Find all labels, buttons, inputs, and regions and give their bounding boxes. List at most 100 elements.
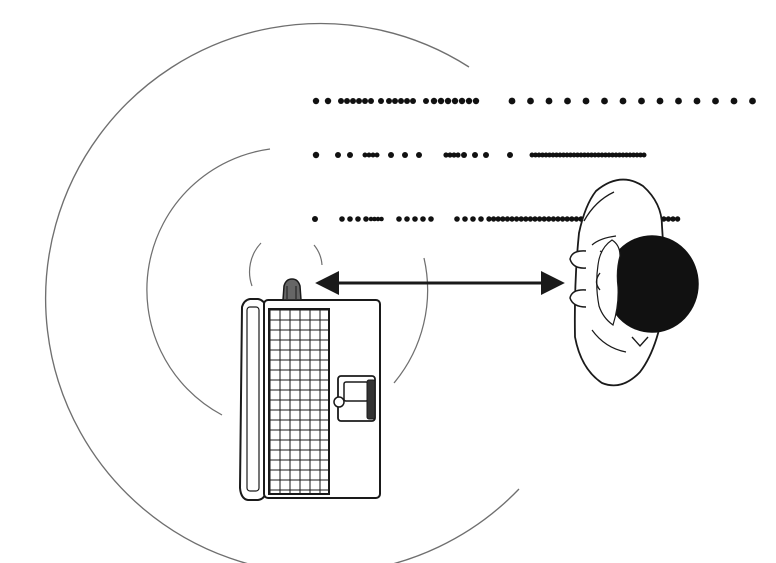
signal-dot — [571, 152, 577, 158]
signal-dot — [335, 152, 341, 158]
signal-dot — [396, 216, 402, 222]
signal-dot — [631, 152, 636, 158]
signal-dot — [582, 97, 590, 105]
signal-dot — [507, 152, 513, 158]
signal-dot — [509, 216, 515, 222]
signal-dot — [339, 216, 345, 222]
signal-dot — [529, 152, 535, 158]
signal-dot — [356, 98, 362, 104]
signal-dot — [495, 216, 501, 222]
signal-dot — [599, 152, 605, 158]
wireless-antenna-icon — [282, 278, 302, 301]
person-shoulder-fold-top — [583, 191, 615, 222]
signal-dots — [312, 97, 756, 222]
signal-dot — [665, 216, 672, 222]
signal-dot — [578, 152, 584, 158]
signal-dot — [363, 216, 369, 222]
signal-dot — [564, 152, 570, 158]
signal-dot — [370, 152, 376, 158]
signal-dot — [536, 216, 543, 222]
signal-dot — [569, 216, 575, 222]
signal-dot — [573, 216, 580, 222]
signal-dot — [472, 97, 480, 105]
signal-dot — [617, 152, 622, 158]
laptop-lid-inner — [246, 306, 260, 492]
signal-dot — [555, 216, 561, 222]
signal-dot — [461, 152, 467, 158]
signal-dot — [624, 152, 629, 158]
signal-dot — [386, 98, 392, 104]
middle-range-ring — [146, 148, 271, 416]
inner-range-ring-right — [313, 244, 323, 266]
laptop-touchpad-button-bar — [366, 379, 376, 420]
signal-dot — [620, 152, 626, 158]
signal-dot — [423, 98, 429, 104]
signal-dot — [638, 97, 645, 105]
person-hand-mark — [631, 336, 649, 348]
laptop-power-button — [333, 396, 345, 408]
signal-dot — [730, 97, 738, 105]
signal-dot — [416, 152, 422, 158]
signal-dot — [368, 216, 374, 222]
signal-dot — [592, 152, 598, 158]
signal-dot — [564, 97, 571, 105]
signal-dot — [527, 97, 534, 105]
signal-dot — [347, 152, 353, 158]
signal-dot — [312, 97, 320, 105]
middle-range-ring-right — [393, 257, 429, 384]
signal-dot — [656, 97, 664, 105]
signal-dot — [527, 216, 534, 222]
signal-dot — [606, 152, 612, 158]
signal-dot — [557, 152, 563, 158]
signal-dot — [355, 216, 361, 222]
signal-dot — [368, 98, 374, 104]
signal-dot — [575, 152, 580, 158]
signal-dot — [533, 152, 538, 158]
signal-dot — [596, 152, 601, 158]
signal-dot — [641, 152, 647, 158]
signal-dot — [675, 97, 682, 105]
signal-dot — [564, 216, 570, 222]
signal-dot — [550, 152, 556, 158]
signal-dot — [541, 216, 547, 222]
signal-dot — [347, 216, 353, 222]
signal-dot — [483, 152, 489, 158]
signal-dot-row-1 — [312, 97, 756, 105]
person-elbow-right — [569, 289, 587, 308]
signal-dot — [344, 98, 350, 104]
signal-dot — [554, 152, 559, 158]
signal-dot — [443, 152, 449, 158]
signal-dot — [379, 216, 384, 222]
signal-dot — [749, 97, 756, 105]
signal-dot — [430, 97, 438, 105]
signal-dot — [490, 216, 497, 222]
outer-range-ring — [44, 22, 520, 563]
signal-dot — [601, 97, 608, 105]
signal-dot — [404, 98, 410, 104]
signal-dot — [362, 98, 368, 104]
signal-dot — [437, 97, 445, 105]
signal-dot — [420, 216, 426, 222]
signal-dot — [523, 216, 529, 222]
signal-dot — [561, 152, 566, 158]
person-shoulder-fold-bottom — [591, 329, 627, 353]
signal-dot — [378, 98, 384, 104]
signal-dot — [508, 97, 516, 105]
signal-dot — [559, 216, 566, 222]
signal-dot — [513, 216, 520, 222]
signal-dot — [613, 152, 619, 158]
signal-dot — [603, 152, 608, 158]
person-face — [596, 239, 621, 326]
signal-dot — [465, 97, 473, 105]
signal-dot — [455, 152, 461, 158]
open-laptop-top-view-icon — [238, 278, 381, 501]
laptop-keyboard-grid — [268, 308, 330, 495]
inner-range-ring — [248, 242, 262, 287]
signal-dot — [638, 152, 643, 158]
signal-dot — [619, 97, 627, 105]
signal-dot — [372, 216, 377, 222]
signal-dot — [545, 97, 553, 105]
signal-dot — [568, 152, 573, 158]
signal-dot — [634, 152, 640, 158]
